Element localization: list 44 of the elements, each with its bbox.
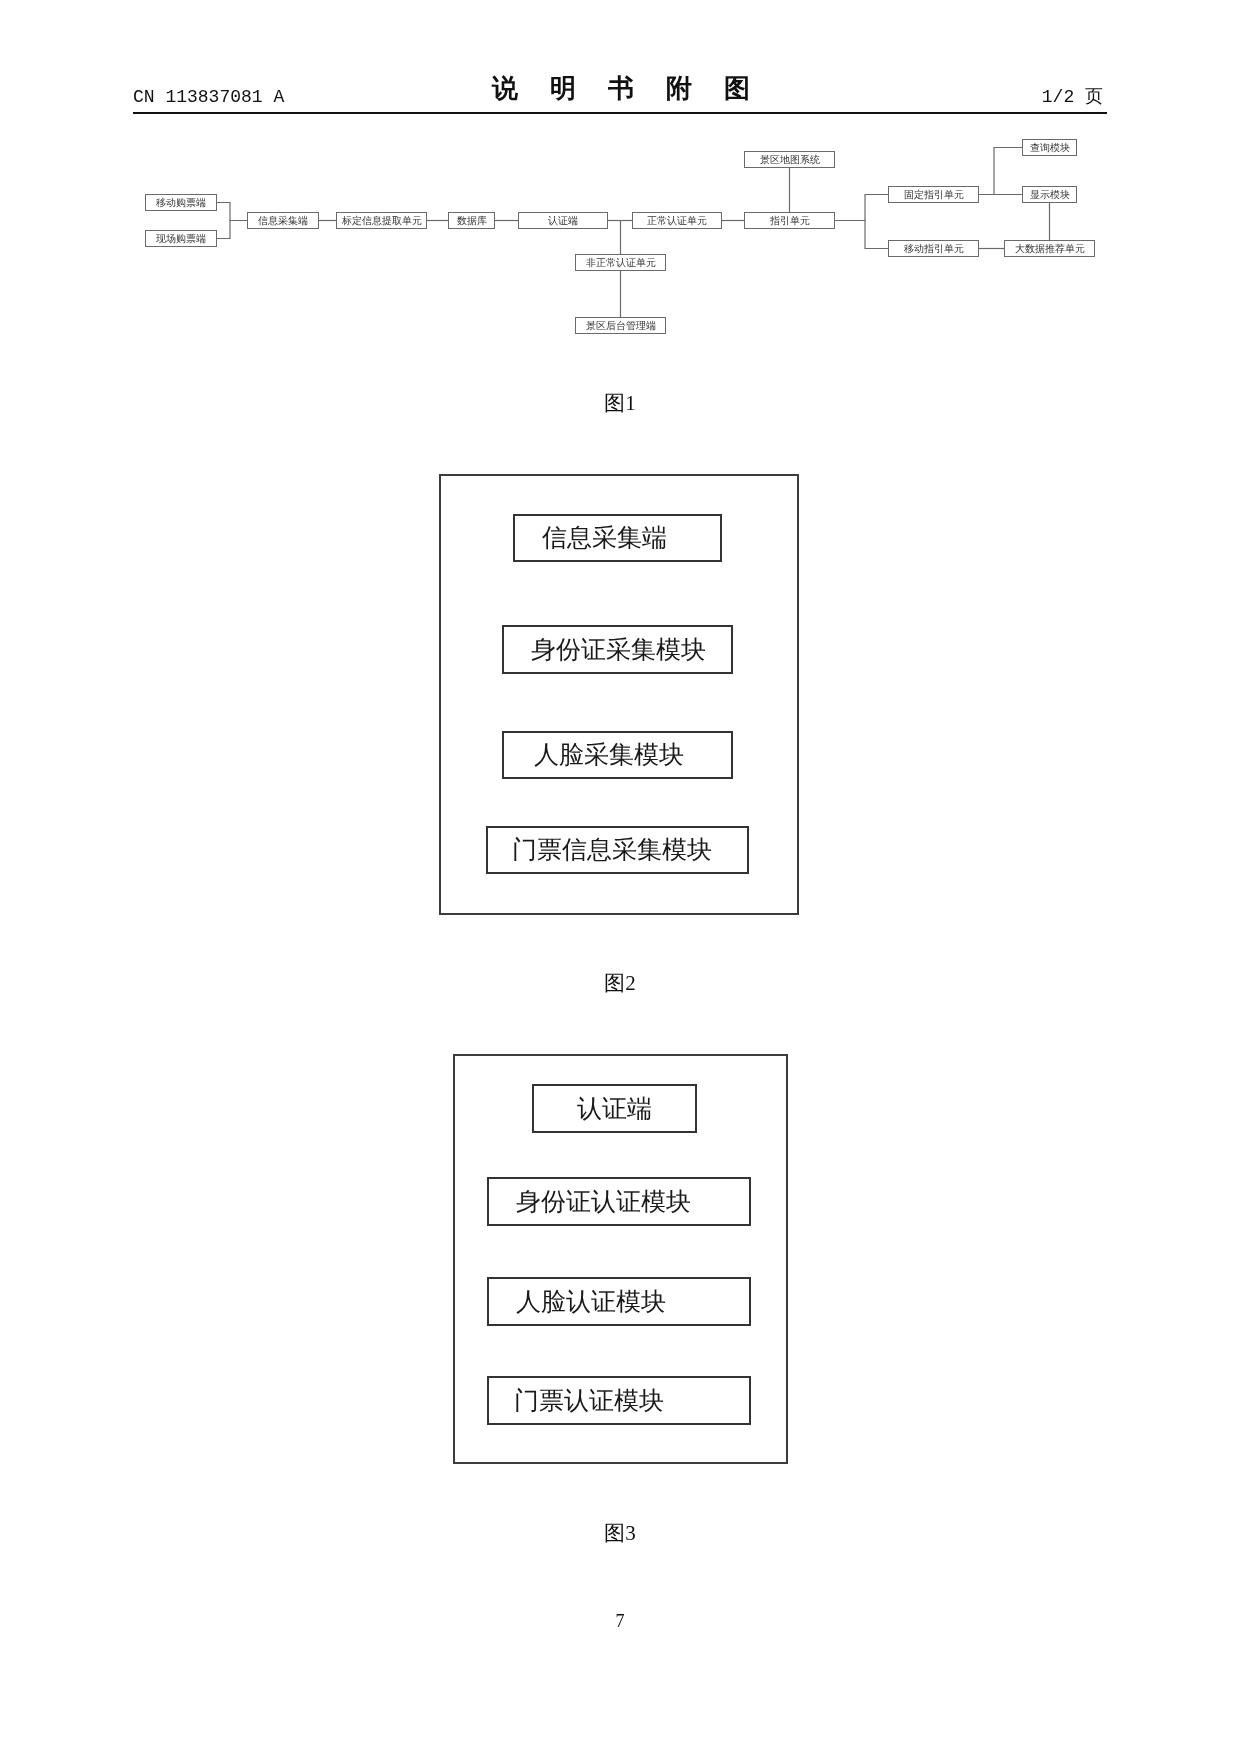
process-box: 认证端 xyxy=(518,212,608,229)
process-box: 景区后台管理端 xyxy=(575,317,666,334)
process-box: 显示模块 xyxy=(1022,186,1077,203)
connector-line xyxy=(619,270,622,318)
process-box: 移动指引单元 xyxy=(888,240,979,257)
process-box: 移动购票端 xyxy=(145,194,217,211)
connector-line xyxy=(721,219,745,222)
connector-line xyxy=(607,219,622,255)
figure-caption: 图1 xyxy=(604,391,636,415)
process-box: 非正常认证单元 xyxy=(575,254,666,271)
module-box: 人脸认证模块 xyxy=(487,1277,751,1326)
module-box: 门票信息采集模块 xyxy=(486,826,749,874)
module-box: 认证端 xyxy=(532,1084,697,1133)
connector-line xyxy=(494,219,519,222)
connector-line xyxy=(788,167,791,213)
process-box: 数据库 xyxy=(448,212,495,229)
connector-line xyxy=(978,247,1005,250)
page-number: 7 xyxy=(615,1610,625,1633)
module-box: 身份证认证模块 xyxy=(487,1177,751,1226)
process-box: 标定信息提取单元 xyxy=(336,212,427,229)
figure-caption: 图3 xyxy=(604,1521,636,1545)
process-box: 景区地图系统 xyxy=(744,151,835,168)
module-box: 身份证采集模块 xyxy=(502,625,733,674)
module-box: 信息采集端 xyxy=(513,514,722,562)
frame-box xyxy=(453,1054,788,1464)
process-box: 现场购票端 xyxy=(145,230,217,247)
page-title: 说明书附图 xyxy=(492,73,782,103)
process-box: 固定指引单元 xyxy=(888,186,979,203)
connector-line xyxy=(426,219,449,222)
process-box: 指引单元 xyxy=(744,212,835,229)
connector-line xyxy=(834,219,889,250)
module-box: 人脸采集模块 xyxy=(502,731,733,779)
frame-box xyxy=(439,474,799,915)
connector-line xyxy=(978,193,1023,196)
process-box: 查询模块 xyxy=(1022,139,1077,156)
process-box: 信息采集端 xyxy=(247,212,319,229)
process-box: 大数据推荐单元 xyxy=(1004,240,1095,257)
connector-line xyxy=(1048,202,1051,241)
document-number: CN 113837081 A xyxy=(133,86,285,108)
module-box: 门票认证模块 xyxy=(487,1376,751,1425)
figure-caption: 图2 xyxy=(604,971,636,995)
process-box: 正常认证单元 xyxy=(632,212,722,229)
connector-line xyxy=(216,219,248,240)
page-count: 1/2 页 xyxy=(1041,86,1103,108)
